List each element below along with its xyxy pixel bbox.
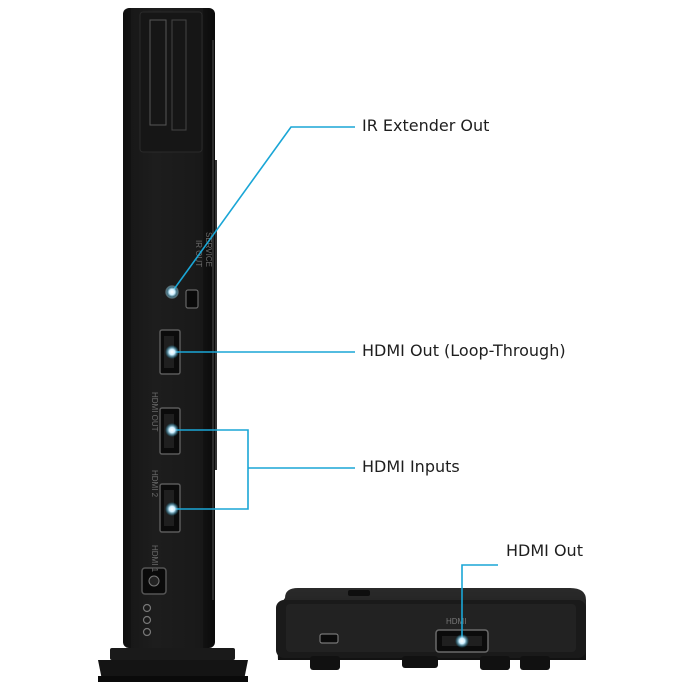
usb-port-icon — [185, 289, 199, 309]
callout-hdmi-out-loop-through: HDMI Out (Loop-Through) — [362, 341, 566, 360]
port-label-hdmi-2: HDMI 2 — [150, 470, 159, 498]
receiver-port-label: HDMI — [446, 617, 466, 626]
transmitter-tower: HDMI OUT HDMI 2 HDMI 1 IR OUT SERVICE — [98, 8, 248, 682]
usb-port-icon — [319, 633, 339, 644]
port-label-hdmi-out: HDMI OUT — [150, 392, 159, 432]
callout-ir-extender-out: IR Extender Out — [362, 116, 490, 135]
callout-dots — [165, 285, 469, 648]
callout-lines — [171, 126, 498, 641]
callout-hdmi-inputs: HDMI Inputs — [362, 457, 460, 476]
receiver-box: HDMI — [276, 588, 586, 670]
port-label-service: SERVICE — [204, 232, 213, 267]
callout-hdmi-out: HDMI Out — [506, 541, 583, 560]
port-label-ir-out: IR OUT — [194, 240, 203, 267]
port-label-hdmi-1: HDMI 1 — [150, 545, 159, 573]
